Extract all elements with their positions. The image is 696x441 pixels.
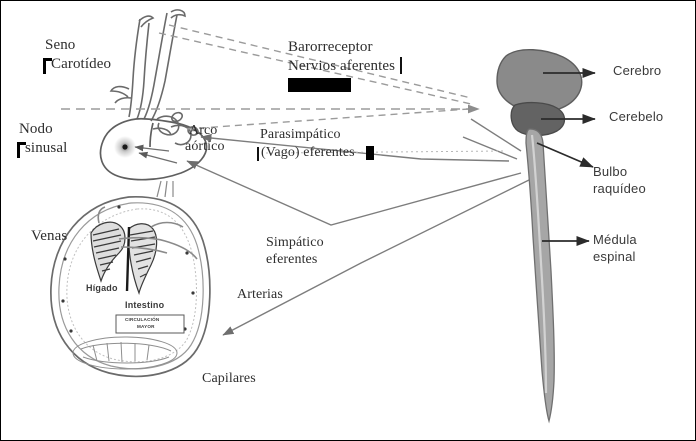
label-higado: Hígado (86, 283, 118, 293)
label-capilares: Capilares (202, 371, 256, 386)
label-circulacion-mayor-line2: MAYOR (137, 324, 155, 329)
label-arco-aortico-line1: Arco (189, 123, 218, 138)
parasimpatico-tick-left-icon (257, 147, 259, 161)
label-cerebro: Cerebro (613, 63, 662, 78)
label-parasimpatico-line2: (Vago) eferentes (261, 145, 355, 160)
efferent-pathways (186, 118, 532, 336)
capillary-bed (72, 336, 178, 370)
portal-vessels (97, 206, 198, 260)
liver-structure (90, 221, 126, 283)
label-medula-line1: Médula (593, 232, 637, 247)
descending-vessels (156, 180, 174, 198)
vessel-valve-dots (61, 205, 195, 333)
aortic-arch-vessels (152, 111, 199, 146)
label-barorreceptor-line2: Nervios aferentes (288, 58, 396, 74)
label-barorreceptor-line1: Barorreceptor (288, 39, 373, 55)
label-parasimpatico-line1: Parasimpático (260, 127, 341, 142)
label-simpatico-line2: eferentes (266, 252, 318, 267)
label-bulbo-line2: raquídeo (593, 181, 646, 196)
label-venas: Venas (31, 228, 68, 244)
afferent-dashed-pathways (158, 24, 472, 130)
spinal-cord-illustration (525, 128, 555, 424)
label-circulacion-mayor-line1: CIRCULACIÓN (125, 317, 160, 322)
brain-label-arrows (536, 67, 596, 247)
nodo-corner-tick-icon (17, 142, 26, 158)
circulacion-mayor-box (115, 314, 185, 334)
parasympathetic-guide-line (265, 150, 507, 154)
label-seno-carotideo-line1: Seno (45, 37, 76, 53)
label-seno-carotideo-line2: Carotídeo (51, 56, 112, 72)
label-bulbo-line1: Bulbo (593, 164, 628, 179)
label-intestino: Intestino (125, 300, 165, 310)
label-nodo-sinusal-line1: Nodo (19, 121, 53, 137)
seno-corner-tick-icon (43, 58, 52, 74)
heart-outline (99, 117, 208, 181)
label-cerebelo: Cerebelo (609, 109, 664, 124)
barorreceptor-tick-icon (400, 57, 402, 74)
parasimpatico-legend-bar (366, 146, 374, 160)
intestine-structure (125, 223, 158, 296)
label-simpatico-line1: Simpático (266, 235, 324, 250)
systemic-circulation-illustration (50, 196, 211, 378)
label-nodo-sinusal-line2: sinusal (25, 140, 68, 156)
sinus-node-marker (114, 136, 136, 158)
label-arterias: Arterias (237, 287, 283, 302)
label-arco-aortico-line2: aórtico (185, 139, 225, 154)
brain-illustration (496, 49, 583, 137)
label-medula-line2: espinal (593, 249, 636, 264)
cerebellum-shape (510, 101, 566, 137)
barorreceptor-legend-bar (288, 78, 351, 92)
heart-inner-arrows (134, 144, 178, 164)
